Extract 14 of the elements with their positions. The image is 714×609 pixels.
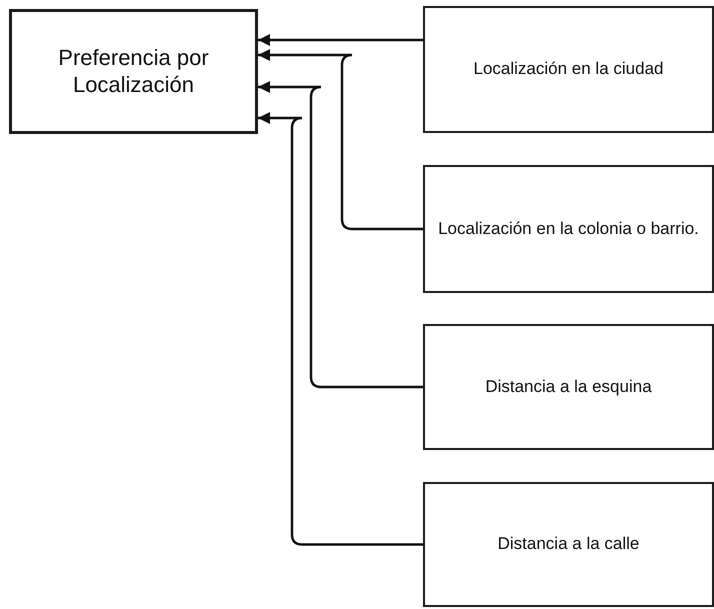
factor-box	[423, 6, 714, 133]
factor-box	[423, 482, 714, 607]
box-label: Distancia a la esquina	[485, 376, 652, 398]
box-label: Localización en la colonia o barrio.	[438, 218, 699, 240]
factor-box	[423, 324, 714, 450]
arrow	[258, 49, 423, 230]
arrow	[258, 34, 423, 46]
box-label: Preferencia por Localización	[57, 45, 210, 98]
box-label: Localización en la ciudad	[474, 58, 664, 80]
factor-box	[423, 165, 714, 293]
target-box	[9, 9, 258, 134]
arrow	[258, 81, 423, 388]
box-label: Distancia a la calle	[498, 533, 640, 556]
arrow	[258, 112, 423, 546]
